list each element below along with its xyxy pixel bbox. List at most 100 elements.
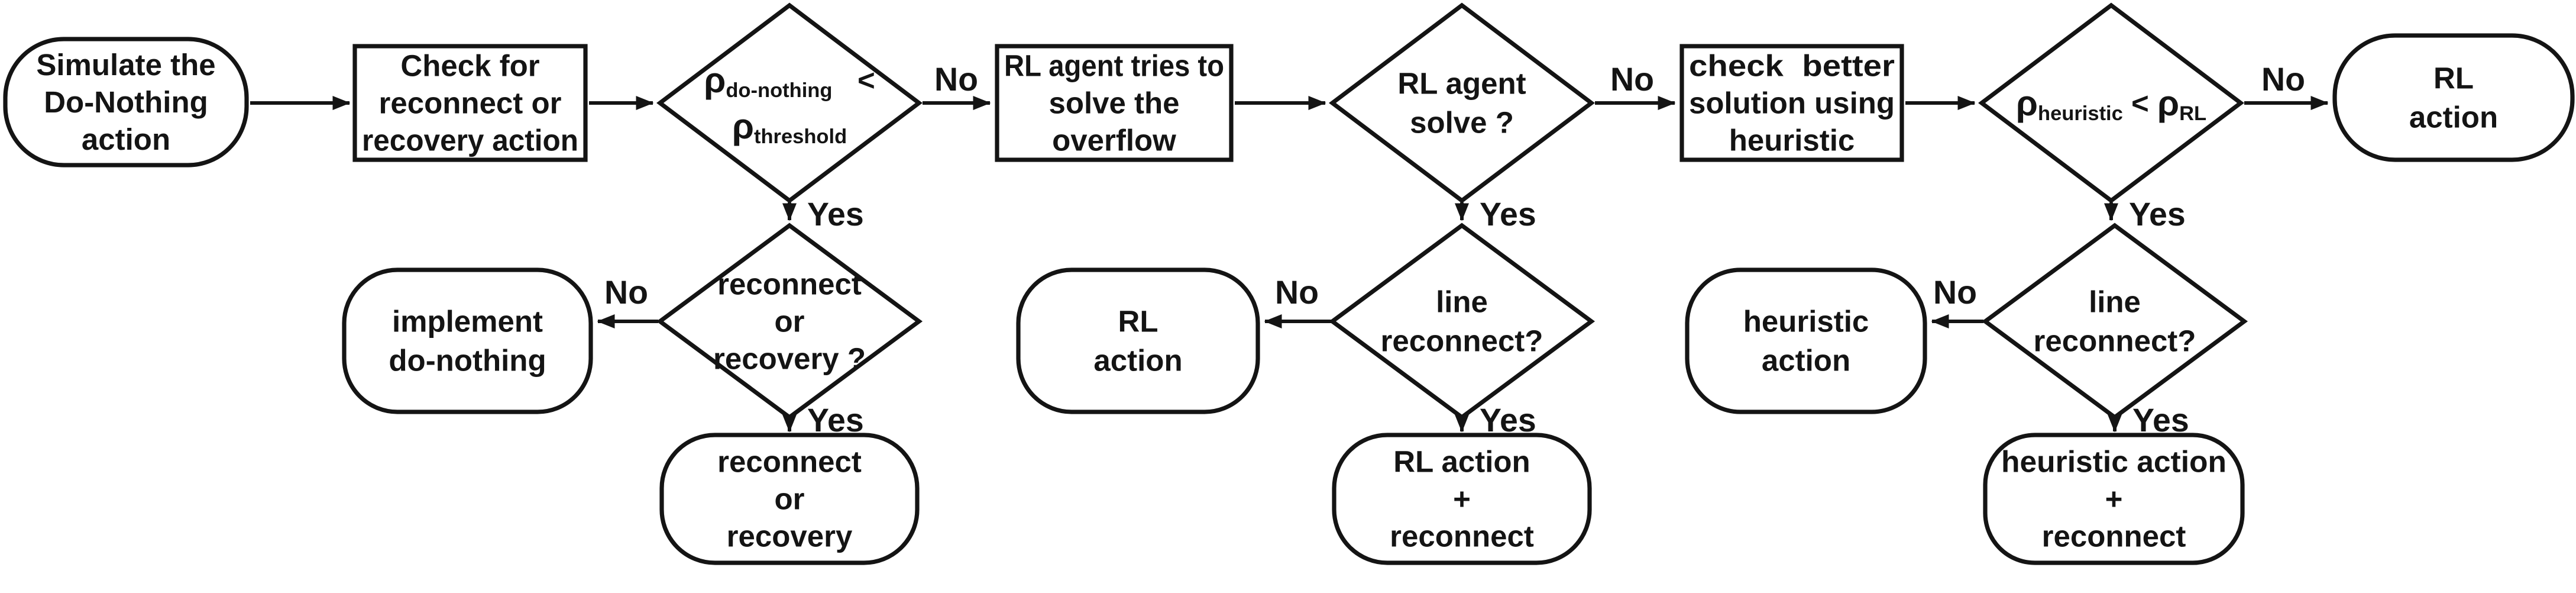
node-label: or [775,482,805,516]
node-rl-action-final: RL action [2332,33,2575,162]
edge: No [923,61,991,110]
edge-label-no: No [1610,61,1654,98]
stadium-shape [659,433,920,565]
node-implement-do-nothing: implement do-nothing [342,268,593,414]
node-label: RL agent [1397,67,1526,101]
edge: No [597,274,658,328]
edge: Yes [2104,196,2186,233]
node-label: solution using [1689,86,1895,120]
math-base: ρ [2016,83,2038,123]
edge: Yes [2108,402,2189,439]
node-label: do-nothing [389,344,546,378]
node-label: + [1453,482,1471,516]
diamond-shape [656,2,923,204]
node-label: Simulate the [36,48,215,82]
node-rho-heuristic-lt-rl: ρheuristic​ < ρRL​ [1978,2,2244,204]
node-label: solve ? [1410,106,1514,140]
math-subscript: threshold [754,125,847,148]
node-label: overflow [1052,124,1176,157]
math-subscript: do-nothing [726,79,832,102]
edge: No [1931,274,1983,328]
node-label: reconnect [717,445,862,479]
node-rl-action-plus-reconnect: RL action+ reconnect [1332,433,1592,565]
node-label: or [775,305,805,339]
node-label: ρheuristic​ < ρRL​ [2016,83,2206,125]
node-label: solve the [1048,86,1179,120]
node-label: reconnect [717,268,862,301]
diamond-shape [1329,2,1595,204]
node-label: reconnect [2042,520,2186,553]
node-rl-agent-solve: RL agent solve ? [1329,2,1595,204]
math-base: ρ [2157,83,2179,123]
rect-shape [352,44,588,162]
node-label: Check for [400,49,539,83]
edge-label-yes: Yes [807,196,864,233]
node-label: RL [1118,305,1158,339]
diamond-shape [1981,223,2248,420]
edge-label-yes: Yes [1480,402,1536,439]
node-label: reconnect? [2034,324,2196,358]
edge: No [1264,274,1332,328]
math-base: ρ [732,107,754,146]
node-line-reconnect-rl: line reconnect? [1328,223,1596,420]
stadium-shape [1685,268,1927,414]
node-label: action [1762,344,1850,378]
edge-label-yes: Yes [2129,196,2186,233]
edge-label-no: No [1933,274,1977,311]
stadium-shape [1983,433,2245,565]
edge: Yes [782,402,864,439]
math-subscript: heuristic [2038,102,2123,125]
edge: Yes [1455,196,1536,233]
diamond-shape [1328,223,1596,420]
node-heuristic-action: heuristic action [1685,268,1927,414]
node-label: heuristic action [2001,445,2227,479]
node-label: recovery ? [713,342,866,376]
edge-label-no: No [2261,61,2305,98]
math-subscript: RL [2179,102,2206,125]
edge-label-no: No [1275,274,1319,311]
node-label: recovery action [362,124,578,157]
diamond-shape [1978,2,2244,204]
edge-label-no: No [934,61,978,98]
node-label: action [1093,344,1182,378]
node-label: reconnect? [1381,324,1543,358]
node-label: + [2105,482,2123,516]
node-label: action [82,123,170,156]
node-label: RL [2433,62,2474,95]
node-label: RL action [1393,445,1530,479]
node-label: heuristic [1743,305,1869,339]
edge: Yes [782,196,864,233]
node-rho-do-nothing-lt-threshold: ρdo-nothing​ <ρthreshold​ [656,2,923,204]
edge-label-yes: Yes [1480,196,1536,233]
edge: No [1595,61,1676,110]
math-base: ρ [704,60,726,100]
node-heuristic-action-plus-reconnect: heuristic action+ reconnect [1983,433,2245,565]
node-label: reconnect or [379,86,562,120]
stadium-shape [3,37,249,167]
stadium-shape [2332,33,2575,162]
node-label: ρthreshold​ [732,107,847,149]
rect-shape [995,44,1234,162]
node-label: action [2409,101,2498,134]
math-base: < [832,63,875,97]
edge-label-yes: Yes [2132,402,2189,439]
node-rl-action-no-reconnect: RL action [1016,268,1260,414]
node-label: implement [392,305,543,339]
node-label: line [1436,285,1488,319]
edge-label-yes: Yes [807,402,864,439]
rect-shape [1679,44,1904,162]
stadium-shape [1016,268,1260,414]
node-label: recovery [727,520,853,553]
node-label: check better [1689,49,1895,83]
edge: Yes [1455,402,1536,439]
node-label: RL agent tries to [1004,49,1224,83]
node-label: reconnect [1390,520,1534,553]
